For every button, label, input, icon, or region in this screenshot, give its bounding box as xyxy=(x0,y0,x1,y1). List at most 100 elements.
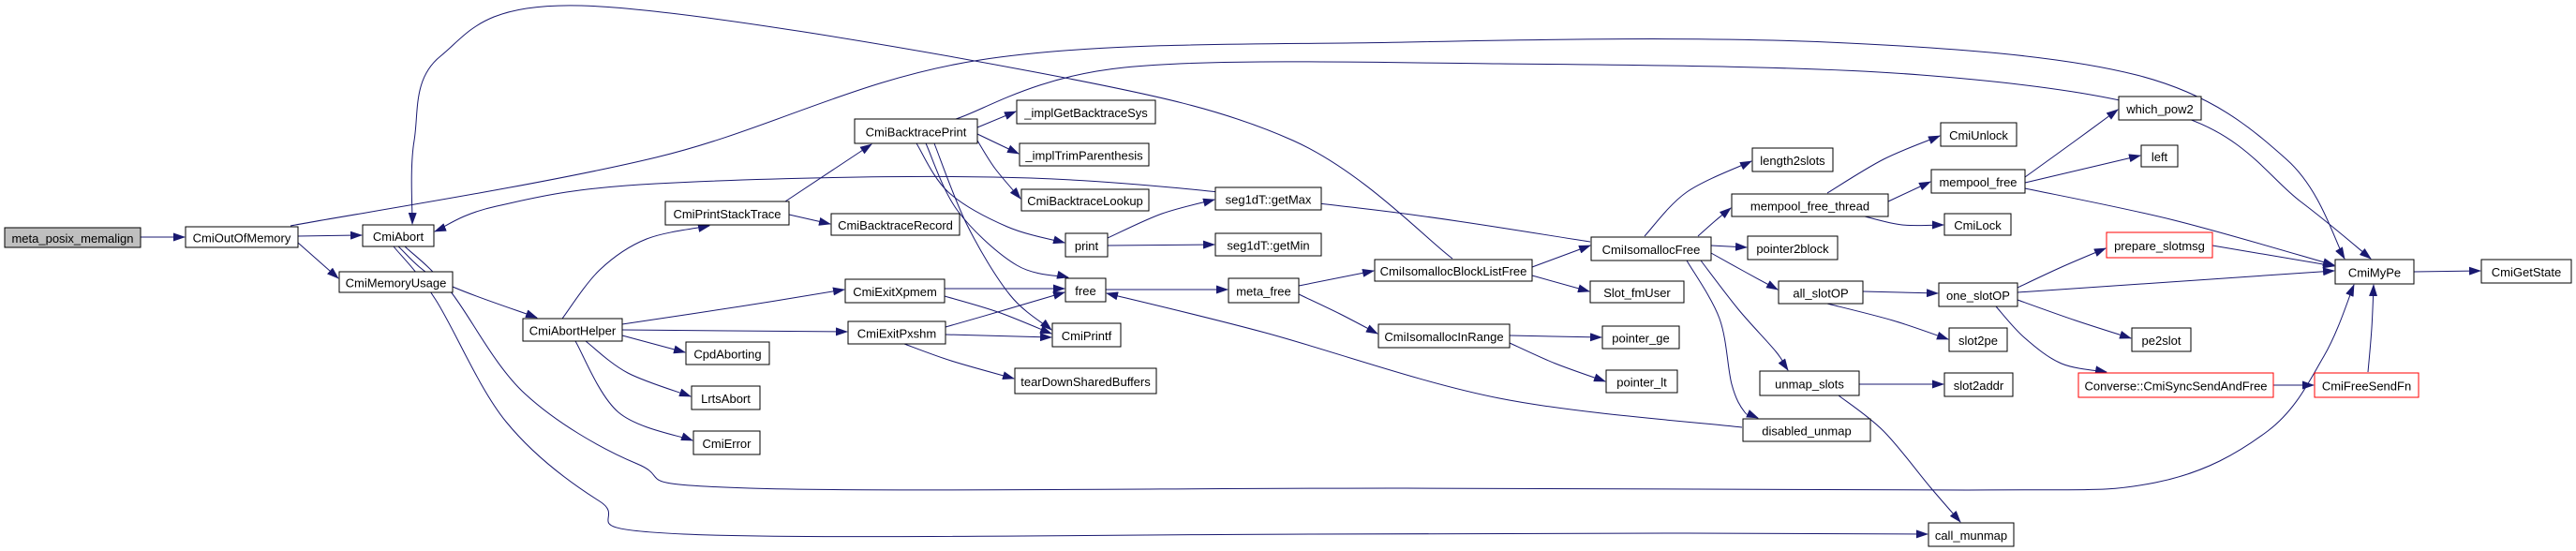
node-implGetBacktraceSys[interactable]: _implGetBacktraceSys xyxy=(1016,99,1156,125)
node-tearDownSharedBuffers[interactable]: tearDownSharedBuffers xyxy=(1014,367,1157,395)
node-free[interactable]: free xyxy=(1065,277,1107,303)
node-pe2slot[interactable]: pe2slot xyxy=(2131,327,2192,352)
node-CmiUnlock[interactable]: CmiUnlock xyxy=(1940,122,2018,147)
node-pointer2block[interactable]: pointer2block xyxy=(1747,235,1839,261)
node-box-unmap_slots[interactable] xyxy=(1759,370,1860,396)
node-box-call_munmap[interactable] xyxy=(1928,522,2015,547)
node-length2slots[interactable]: length2slots xyxy=(1751,147,1834,172)
node-box-CmiBacktraceLookup[interactable] xyxy=(1020,188,1150,212)
node-box-meta_posix_memalign[interactable] xyxy=(4,227,141,248)
node-box-free[interactable] xyxy=(1065,277,1107,303)
node-CmiIsomallocBlockListFree[interactable]: CmiIsomallocBlockListFree xyxy=(1374,259,1533,282)
node-meta_posix_memalign[interactable]: meta_posix_memalign xyxy=(4,227,141,248)
node-print[interactable]: print xyxy=(1065,232,1109,258)
node-prepare_slotmsg[interactable]: prepare_slotmsg xyxy=(2106,231,2213,259)
node-CmiBacktraceLookup[interactable]: CmiBacktraceLookup xyxy=(1020,188,1150,212)
node-box-meta_free[interactable] xyxy=(1228,277,1300,304)
node-CmiLock[interactable]: CmiLock xyxy=(1943,213,2012,236)
node-disabled_unmap[interactable]: disabled_unmap xyxy=(1742,418,1871,442)
node-box-CmiMemoryUsage[interactable] xyxy=(338,271,454,293)
node-box-CmiExitXpmem[interactable] xyxy=(844,278,946,304)
node-which_pow2[interactable]: which_pow2 xyxy=(2118,96,2202,121)
node-box-seg1dT_getMin[interactable] xyxy=(1214,232,1322,257)
node-box-Slot_fmUser[interactable] xyxy=(1589,280,1685,304)
node-box-CmiAbortHelper[interactable] xyxy=(522,318,623,342)
node-box-length2slots[interactable] xyxy=(1751,147,1834,172)
node-CmiMemoryUsage[interactable]: CmiMemoryUsage xyxy=(338,271,454,293)
node-box-seg1dT_getMax[interactable] xyxy=(1214,186,1322,211)
node-CmiBacktracePrint[interactable]: CmiBacktracePrint xyxy=(854,118,978,144)
node-CmiOutOfMemory[interactable]: CmiOutOfMemory xyxy=(185,226,299,248)
node-CpdAborting[interactable]: CpdAborting xyxy=(685,341,770,365)
node-CmiFreeSendFn[interactable]: CmiFreeSendFn xyxy=(2314,372,2420,398)
node-CmiBacktraceRecord[interactable]: CmiBacktraceRecord xyxy=(830,213,960,236)
node-CmiSyncSendAndFree[interactable]: Converse::CmiSyncSendAndFree xyxy=(2077,372,2274,398)
node-box-pe2slot[interactable] xyxy=(2131,327,2192,352)
node-box-CmiBacktraceRecord[interactable] xyxy=(830,213,960,236)
node-mempool_free[interactable]: mempool_free xyxy=(1930,169,2026,194)
node-box-CmiGetState[interactable] xyxy=(2480,259,2572,284)
node-box-pointer_ge[interactable] xyxy=(1601,325,1680,350)
node-box-one_slotOP[interactable] xyxy=(1938,282,2018,307)
node-CmiError[interactable]: CmiError xyxy=(692,430,761,455)
node-seg1dT_getMin[interactable]: seg1dT::getMin xyxy=(1214,232,1322,257)
node-box-left[interactable] xyxy=(2140,144,2179,168)
node-CmiExitXpmem[interactable]: CmiExitXpmem xyxy=(844,278,946,304)
node-box-CpdAborting[interactable] xyxy=(685,341,770,365)
node-box-pointer2block[interactable] xyxy=(1747,235,1839,261)
node-meta_free[interactable]: meta_free xyxy=(1228,277,1300,304)
node-box-CmiExitPxshm[interactable] xyxy=(847,320,946,345)
node-box-CmiMyPe[interactable] xyxy=(2334,259,2415,285)
node-box-CmiIsomallocInRange[interactable] xyxy=(1377,323,1511,349)
node-box-CmiUnlock[interactable] xyxy=(1940,122,2018,147)
node-pointer_ge[interactable]: pointer_ge xyxy=(1601,325,1680,350)
node-CmiMyPe[interactable]: CmiMyPe xyxy=(2334,259,2415,285)
node-box-mempool_free_thread[interactable] xyxy=(1731,193,1889,217)
node-pointer_lt[interactable]: pointer_lt xyxy=(1605,369,1678,394)
node-implTrimParenthesis[interactable]: _implTrimParenthesis xyxy=(1019,142,1150,167)
node-slot2addr[interactable]: slot2addr xyxy=(1943,372,2014,397)
node-slot2pe[interactable]: slot2pe xyxy=(1948,327,2008,352)
node-box-all_slotOP[interactable] xyxy=(1778,280,1864,305)
node-CmiPrintStackTrace[interactable]: CmiPrintStackTrace xyxy=(664,201,790,226)
node-unmap_slots[interactable]: unmap_slots xyxy=(1759,370,1860,396)
node-box-tearDownSharedBuffers[interactable] xyxy=(1014,367,1157,395)
node-box-CmiPrintf[interactable] xyxy=(1051,322,1122,348)
node-box-CmiFreeSendFn[interactable] xyxy=(2314,372,2420,398)
node-box-slot2addr[interactable] xyxy=(1943,372,2014,397)
node-box-disabled_unmap[interactable] xyxy=(1742,418,1871,442)
node-box-prepare_slotmsg[interactable] xyxy=(2106,231,2213,259)
node-box-CmiIsomallocBlockListFree[interactable] xyxy=(1374,259,1533,282)
node-box-print[interactable] xyxy=(1065,232,1109,258)
node-box-slot2pe[interactable] xyxy=(1948,327,2008,352)
node-box-CmiIsomallocFree[interactable] xyxy=(1590,236,1712,261)
node-box-CmiLock[interactable] xyxy=(1943,213,2012,236)
node-box-CmiBacktracePrint[interactable] xyxy=(854,118,978,144)
node-box-CmiSyncSendAndFree[interactable] xyxy=(2077,372,2274,398)
node-box-implGetBacktraceSys[interactable] xyxy=(1016,99,1156,125)
node-box-CmiError[interactable] xyxy=(692,430,761,455)
node-LrtsAbort[interactable]: LrtsAbort xyxy=(691,385,761,410)
node-mempool_free_thread[interactable]: mempool_free_thread xyxy=(1731,193,1889,217)
node-box-CmiOutOfMemory[interactable] xyxy=(185,226,299,248)
node-box-which_pow2[interactable] xyxy=(2118,96,2202,121)
node-box-LrtsAbort[interactable] xyxy=(691,385,761,410)
node-CmiAbortHelper[interactable]: CmiAbortHelper xyxy=(522,318,623,342)
node-box-pointer_lt[interactable] xyxy=(1605,369,1678,394)
node-box-implTrimParenthesis[interactable] xyxy=(1019,142,1150,167)
node-CmiGetState[interactable]: CmiGetState xyxy=(2480,259,2572,284)
node-seg1dT_getMax[interactable]: seg1dT::getMax xyxy=(1214,186,1322,211)
node-CmiIsomallocFree[interactable]: CmiIsomallocFree xyxy=(1590,236,1712,261)
node-call_munmap[interactable]: call_munmap xyxy=(1928,522,2015,547)
node-Slot_fmUser[interactable]: Slot_fmUser xyxy=(1589,280,1685,304)
node-left[interactable]: left xyxy=(2140,144,2179,168)
node-all_slotOP[interactable]: all_slotOP xyxy=(1778,280,1864,305)
node-CmiIsomallocInRange[interactable]: CmiIsomallocInRange xyxy=(1377,323,1511,349)
node-one_slotOP[interactable]: one_slotOP xyxy=(1938,282,2018,307)
node-box-mempool_free[interactable] xyxy=(1930,169,2026,194)
node-CmiPrintf[interactable]: CmiPrintf xyxy=(1051,322,1122,348)
node-CmiExitPxshm[interactable]: CmiExitPxshm xyxy=(847,320,946,345)
node-box-CmiAbort[interactable] xyxy=(362,224,435,247)
node-CmiAbort[interactable]: CmiAbort xyxy=(362,224,435,247)
node-box-CmiPrintStackTrace[interactable] xyxy=(664,201,790,226)
